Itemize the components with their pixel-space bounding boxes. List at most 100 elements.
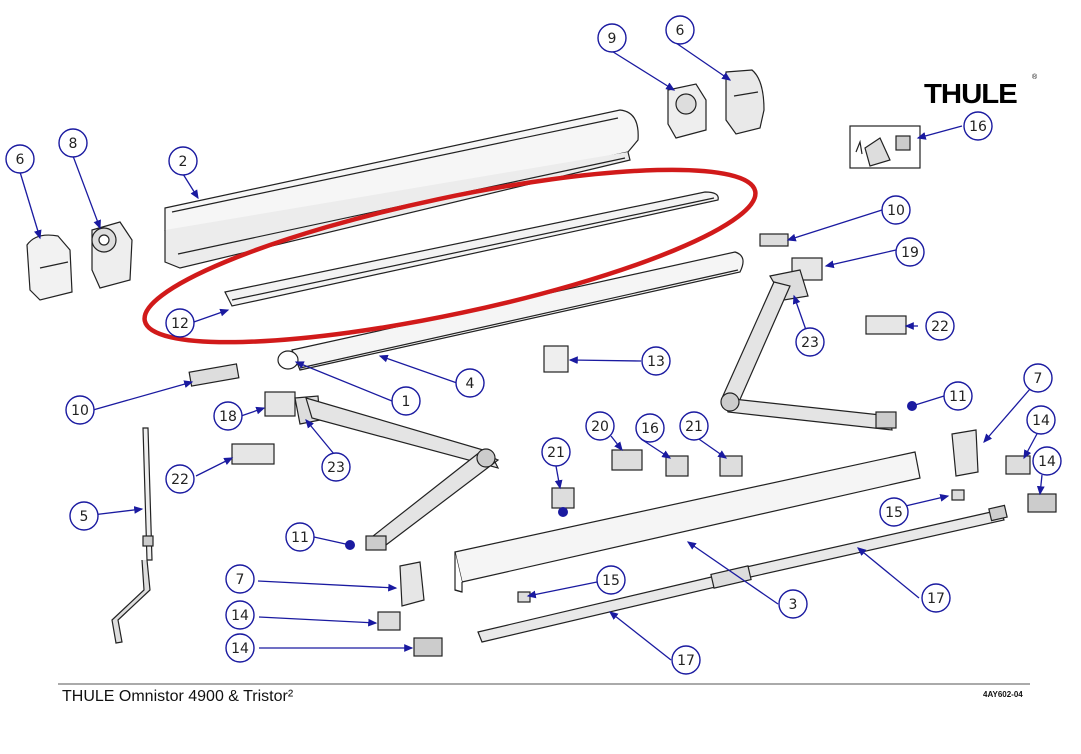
callout-number: 2	[179, 154, 188, 170]
part-13	[543, 345, 569, 373]
part-roller-tube	[277, 251, 744, 371]
callout-number: 23	[327, 460, 345, 476]
leader-lines	[19, 42, 1045, 661]
callout-c20: 20	[585, 411, 615, 441]
callout-number: 5	[80, 509, 89, 525]
part-15-right	[951, 489, 965, 501]
callout-c7b: 7	[1023, 363, 1053, 393]
callout-number: 14	[1032, 413, 1050, 429]
callout-number: 10	[887, 203, 905, 219]
callout-c14c: 14	[1026, 405, 1056, 435]
dot-11-left	[345, 540, 355, 550]
part-lead-rail	[477, 504, 1008, 643]
callout-c10b: 10	[881, 195, 911, 225]
callout-c1: 1	[391, 386, 421, 416]
callout-c21a: 21	[541, 437, 571, 467]
callout-c16b: 16	[635, 413, 665, 443]
part-cover-22-left	[231, 443, 275, 465]
callout-number: 18	[219, 409, 237, 425]
callout-c5: 5	[69, 501, 99, 531]
callout-number: 11	[291, 530, 309, 546]
part-7-right	[951, 429, 979, 477]
callout-c19: 19	[895, 237, 925, 267]
dot-21-center	[558, 507, 568, 517]
callout-circle	[541, 437, 571, 467]
callout-number: 14	[1038, 454, 1056, 470]
callout-c4: 4	[455, 368, 485, 398]
callout-number: 17	[677, 653, 695, 669]
callout-number: 6	[16, 152, 25, 168]
callout-number: 14	[231, 641, 249, 657]
callout-number: 22	[931, 319, 949, 335]
part-end-cap-right	[725, 69, 765, 135]
callout-circle	[321, 452, 351, 482]
callout-c14b: 14	[225, 633, 255, 663]
callout-c12: 12	[165, 308, 195, 338]
part-end-cap-left	[26, 234, 73, 301]
callout-c13: 13	[641, 346, 671, 376]
callout-c16a: 16	[963, 111, 993, 141]
callout-c7a: 7	[225, 564, 255, 594]
callout-number: 10	[71, 403, 89, 419]
part-15-left	[517, 591, 531, 603]
callout-circle	[69, 501, 99, 531]
callout-number: 6	[676, 23, 685, 39]
footer-title: THULE Omnistor 4900 & Tristor²	[62, 688, 294, 705]
callout-c10a: 10	[65, 395, 95, 425]
callout-number: 4	[466, 376, 475, 392]
callout-circle	[455, 368, 485, 398]
callout-circle	[1026, 405, 1056, 435]
part-14-a	[377, 611, 401, 631]
callout-number: 15	[602, 573, 620, 589]
part-front-strip	[224, 191, 719, 307]
callout-circle	[5, 144, 35, 174]
leader-11-left	[313, 536, 351, 546]
part-21-center	[551, 487, 575, 509]
callout-number: 9	[608, 31, 617, 47]
callout-c22b: 22	[925, 311, 955, 341]
thule-logo: THULE	[924, 78, 1018, 109]
callout-c21b: 21	[679, 411, 709, 441]
part-arm-joint-right	[769, 257, 823, 301]
part-folding-arm-right	[720, 281, 897, 431]
part-16-small	[665, 455, 689, 477]
callout-number: 7	[1034, 371, 1043, 387]
part-14-b	[413, 637, 443, 657]
callout-number: 19	[901, 245, 919, 261]
callout-layer: 1234566778910101111121314141414151516161…	[5, 15, 1062, 675]
part-cassette-profile	[164, 109, 639, 269]
callout-c6b: 6	[665, 15, 695, 45]
callout-circle	[641, 346, 671, 376]
callout-c9: 9	[597, 23, 627, 53]
part-gear-right	[667, 83, 707, 139]
callout-c14a: 14	[225, 600, 255, 630]
part-crank-handle	[111, 427, 154, 644]
callout-number: 12	[171, 316, 189, 332]
callout-circle	[585, 411, 615, 441]
callout-c8: 8	[58, 128, 88, 158]
callout-number: 16	[969, 119, 987, 135]
callout-circle	[1023, 363, 1053, 393]
callout-circle	[635, 413, 665, 443]
callout-circle	[165, 464, 195, 494]
callout-circle	[925, 311, 955, 341]
part-bracket-10-left	[188, 363, 240, 387]
callout-number: 22	[171, 472, 189, 488]
callout-circle	[225, 633, 255, 663]
callout-number: 20	[591, 419, 609, 435]
callout-circle	[65, 395, 95, 425]
part-bracket-10-right	[759, 233, 789, 247]
callout-c17b: 17	[671, 645, 701, 675]
callout-circle	[1032, 446, 1062, 476]
callout-c14d: 14	[1032, 446, 1062, 476]
callout-number: 21	[685, 419, 703, 435]
callout-number: 11	[949, 389, 967, 405]
drawing-code: 4AY602-04	[983, 690, 1023, 699]
callout-circle	[943, 381, 973, 411]
callout-number: 8	[69, 136, 78, 152]
callout-circle	[778, 589, 808, 619]
callout-number: 3	[789, 597, 798, 613]
callout-circle	[225, 564, 255, 594]
callout-c22a: 22	[165, 464, 195, 494]
callout-circle	[921, 583, 951, 613]
